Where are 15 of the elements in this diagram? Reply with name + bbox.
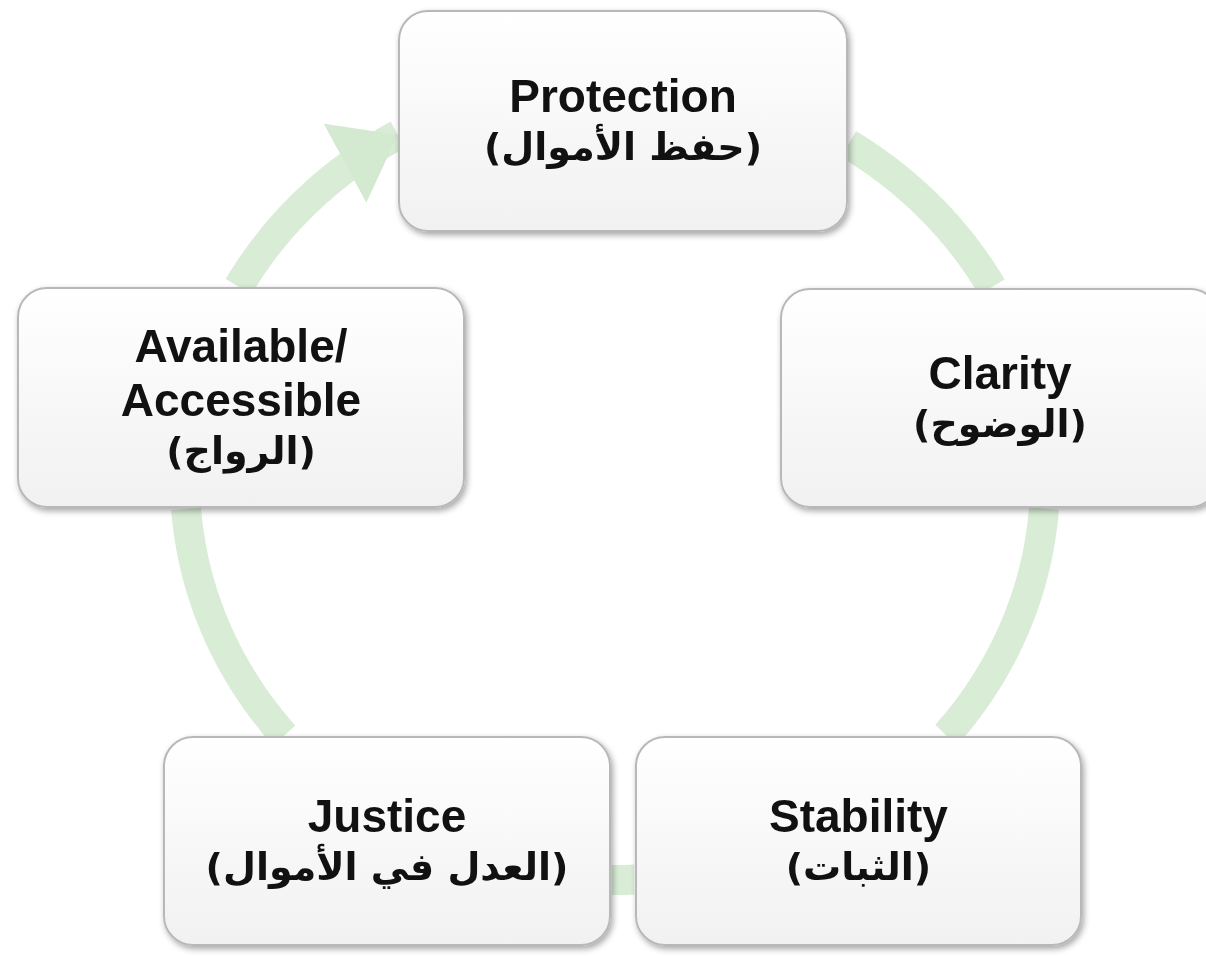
process-box: [780, 288, 1206, 508]
box-title: Justice: [306, 789, 468, 843]
box-title: Available/ Accessible: [119, 318, 363, 428]
process-box: [398, 10, 848, 232]
process-box: [163, 736, 611, 946]
box-subtitle: (الوضوح): [913, 401, 1087, 449]
process-box: [635, 736, 1082, 946]
box-title: Clarity: [927, 346, 1073, 401]
box-subtitle: (حفظ الأموال): [483, 123, 763, 172]
box-title: Stability: [768, 789, 949, 844]
box-subtitle: (العدل في الأموال): [205, 843, 569, 892]
box-title: Protection: [508, 69, 738, 123]
process-box: [17, 287, 465, 508]
box-subtitle: (الثبات): [785, 844, 932, 892]
box-subtitle: (الرواج): [166, 428, 316, 476]
